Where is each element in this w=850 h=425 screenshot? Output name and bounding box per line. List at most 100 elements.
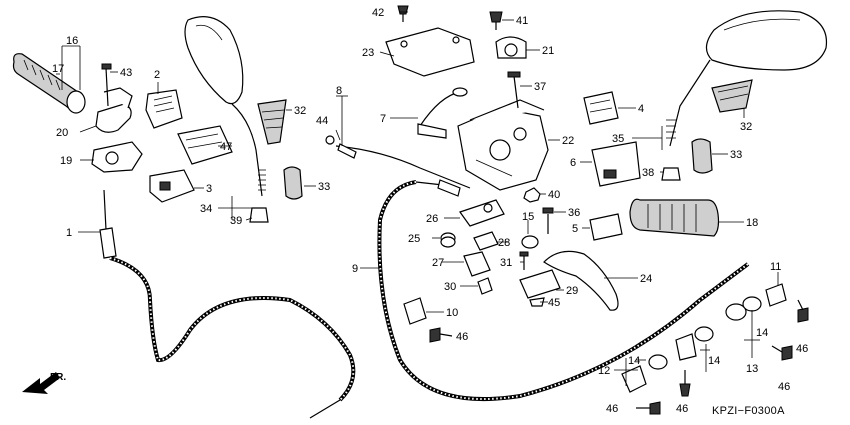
part-label-46-b: 46 [606,403,618,415]
part-label-45: 45 [548,297,560,309]
bolts-46 [429,299,809,415]
part-label-37: 37 [534,81,546,93]
lever-holder-29 [519,269,561,299]
part-label-40: 40 [548,189,560,201]
washer-15 [521,235,539,249]
part-label-46-a: 46 [456,331,468,343]
part-label-41: 41 [516,15,528,27]
spring-25 [440,232,456,248]
part-label-8: 8 [336,85,342,97]
cable-8 [325,135,471,189]
screw-31 [519,251,529,270]
part-label-35: 35 [612,133,624,145]
leader-lines [56,11,779,386]
screw-43 [101,63,112,107]
switch-plate-23 [385,27,475,77]
right-grip-18 [629,198,720,237]
left-switch-2 [145,89,183,129]
part-labels: 1 2 3 4 5 6 7 8 9 10 11 12 13 14 14 14 1… [52,7,808,415]
clamp-21 [495,36,527,59]
part-label-20: 20 [56,127,68,139]
switch-cover-47 [177,125,233,165]
part-label-1: 1 [66,227,72,239]
boot-32-right [711,79,753,113]
part-label-34: 34 [200,203,212,215]
right-mirror [661,10,828,181]
part-label-24: 24 [640,273,652,285]
part-label-7: 7 [380,113,386,125]
part-label-44: 44 [316,115,328,127]
lever-bracket-26 [459,199,505,227]
left-mirror [184,16,269,223]
cable-9 [377,179,750,401]
left-grip [12,53,86,114]
part-label-23: 23 [362,47,374,59]
part-label-9: 9 [352,263,358,275]
part-label-26: 26 [426,213,438,225]
part-label-12: 12 [598,365,610,377]
part-label-46-d: 46 [796,343,808,355]
part-label-15: 15 [522,211,534,223]
part-label-4: 4 [638,103,644,115]
part-label-38: 38 [642,167,654,179]
bolt-37 [507,71,521,109]
part-label-22: 22 [562,135,574,147]
part-label-19: 19 [60,155,72,167]
throttle-housing-lower [91,141,143,173]
part-label-3: 3 [206,183,212,195]
part-label-18: 18 [746,217,758,229]
part-label-17: 17 [52,63,64,75]
part-label-2: 2 [154,69,160,81]
part-label-21: 21 [542,45,554,57]
pivot-30 [477,277,493,295]
part-label-30: 30 [444,281,456,293]
part-label-27: 27 [432,257,444,269]
throttle-cable-1 [99,189,356,419]
screw-42 [397,5,409,22]
part-label-33-left: 33 [318,181,330,193]
part-label-11: 11 [770,261,781,273]
boot-32-left [257,99,287,145]
stop-switch-10 [403,297,427,325]
right-switch-5 [589,213,623,241]
figure-code: KPZI−F0300A [712,405,785,417]
bolt-36 [542,207,554,234]
clip-28 [473,231,499,251]
part-label-6: 6 [570,157,576,169]
part-label-31: 31 [500,257,512,269]
part-label-47: 47 [220,141,232,153]
part-label-36: 36 [568,207,580,219]
grommet-14-left [621,354,668,393]
part-label-28: 28 [498,237,510,249]
part-label-46-e: 46 [778,381,790,393]
wire-7 [417,87,468,139]
left-switch-3 [149,169,195,203]
part-label-10: 10 [446,307,458,319]
bracket-27 [463,251,491,277]
clip-45 [529,297,545,307]
part-label-5: 5 [572,223,578,235]
part-label-33-right: 33 [730,149,742,161]
part-label-13-right: 13 [746,363,758,375]
boot-33-right [691,138,713,174]
throttle-housing-upper [95,87,133,133]
part-label-42: 42 [372,7,384,19]
switch-housing-22 [457,99,549,191]
part-label-29: 29 [566,285,578,297]
part-label-39: 39 [230,215,242,227]
part-label-25: 25 [408,233,420,245]
front-direction-label: FR. [50,372,66,383]
brake-lever-24 [543,250,619,311]
bolt-41 [489,11,503,30]
part-label-14-left: 14 [628,355,640,367]
grommet-14-right [725,296,762,321]
part-label-32-right: 32 [740,121,752,133]
right-switch-4 [583,91,619,125]
part-label-16: 16 [66,35,78,47]
nut-40 [523,187,541,203]
grommet-14-mid [675,326,714,361]
part-label-46-c: 46 [676,403,688,415]
front-direction-arrow: FR. [22,372,66,394]
boot-33-left [283,166,303,200]
